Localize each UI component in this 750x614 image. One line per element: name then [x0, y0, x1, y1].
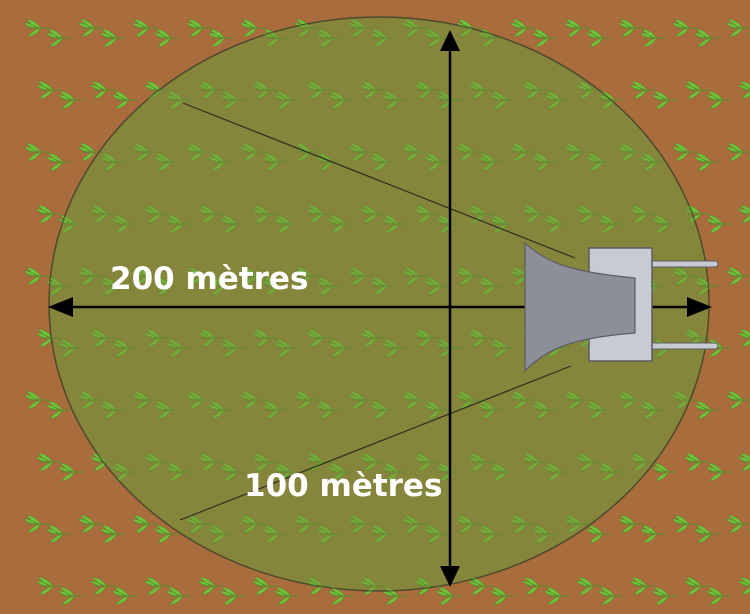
beam-edge-upper	[182, 102, 576, 259]
loudspeaker-icon	[524, 241, 719, 373]
radius-label: 100 mètres	[244, 468, 442, 504]
arrowhead-up-icon	[440, 30, 460, 51]
arrowhead-left-icon	[48, 297, 73, 317]
arrowhead-down-icon	[440, 566, 460, 587]
beam-edge-lower	[179, 365, 572, 521]
width-label: 200 mètres	[110, 261, 308, 297]
arrowhead-right-icon	[687, 297, 712, 317]
